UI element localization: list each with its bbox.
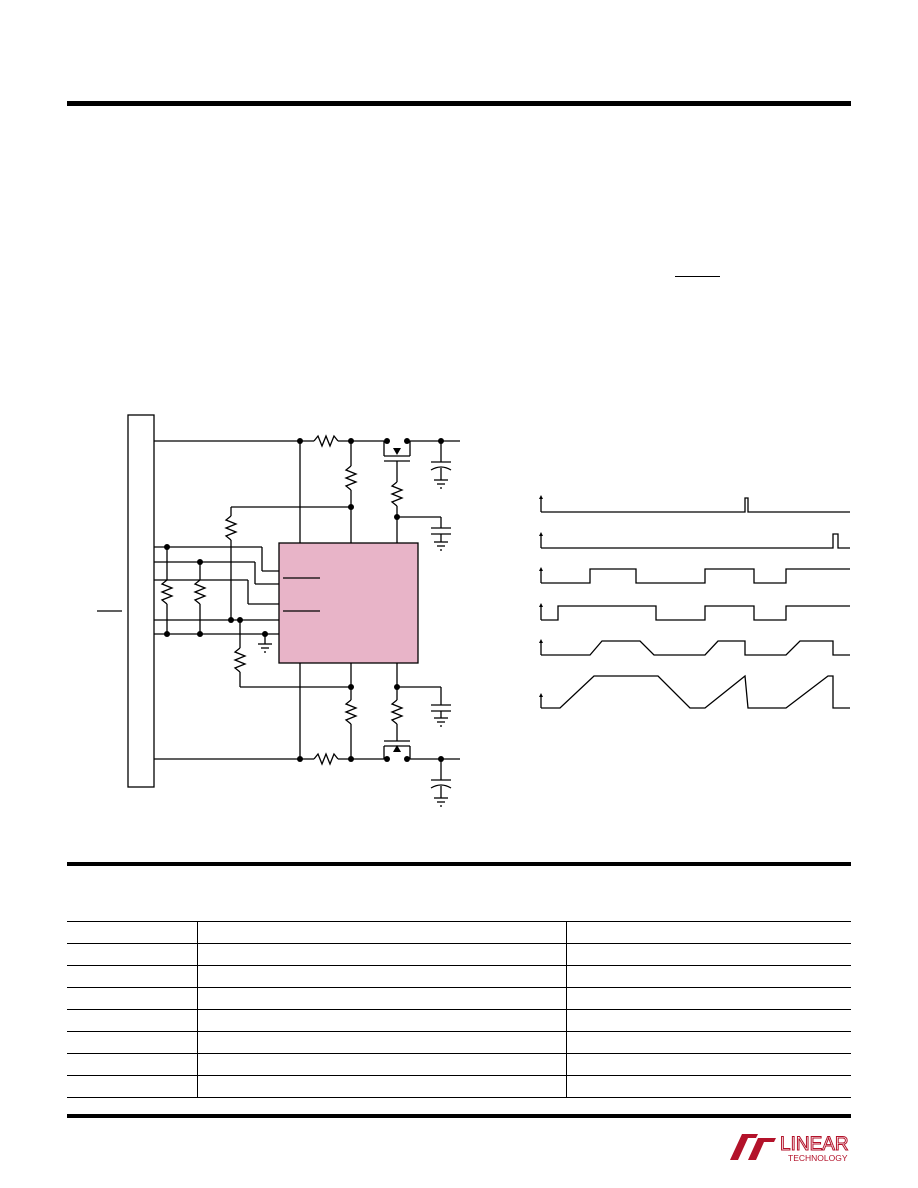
linear-technology-logo: LINEAR TECHNOLOGY [730,1134,849,1163]
svg-text:LINEAR: LINEAR [780,1134,849,1155]
backplane-connector [127,414,155,788]
controller-ic [278,542,419,664]
bottom-rule [67,1114,851,1118]
svg-text:TECHNOLOGY: TECHNOLOGY [788,1153,848,1163]
overline-mark [675,276,720,277]
section-rule [67,862,851,866]
top-rule [67,101,851,106]
